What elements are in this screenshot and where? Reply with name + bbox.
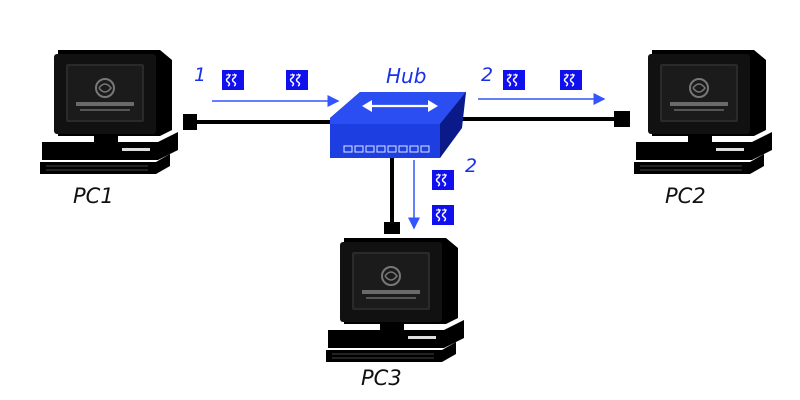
pc1-computer-icon <box>39 49 179 175</box>
step-number-hub-to-pc3: 2 <box>465 155 478 177</box>
step-number-pc1-to-hub: 1 <box>194 64 207 86</box>
hub-label: Hub <box>386 64 427 88</box>
hub-double-arrow-icon <box>362 100 438 112</box>
pc2-computer-icon <box>633 49 773 175</box>
pc3-computer-icon <box>325 237 465 363</box>
step-number-hub-to-pc2: 2 <box>481 64 494 86</box>
cable-pc1-hub <box>183 114 345 130</box>
packet-icon <box>222 70 244 90</box>
packet-icon <box>286 70 308 90</box>
pc1-label: PC1 <box>73 184 114 208</box>
cable-hub-pc3 <box>384 158 400 234</box>
packet-icon <box>503 70 525 90</box>
packet-icon <box>432 170 454 190</box>
hub-device <box>330 92 466 158</box>
hub-ports <box>343 145 430 153</box>
pc2-label: PC2 <box>665 184 706 208</box>
packet-icon <box>560 70 582 90</box>
cable-hub-pc2 <box>455 111 630 127</box>
pc3-label: PC3 <box>361 366 402 390</box>
packet-icon <box>432 205 454 225</box>
